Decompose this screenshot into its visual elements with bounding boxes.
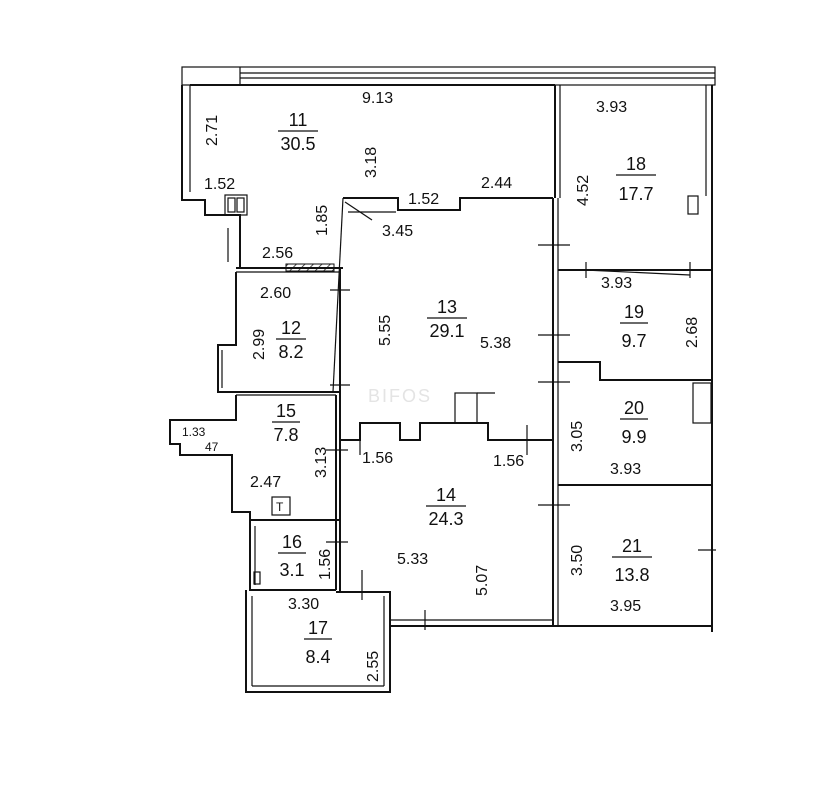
dim-3-95: 3.95 [610, 598, 641, 615]
dim-2-99: 2.99 [251, 329, 268, 360]
room-19-label: 199.7 [620, 302, 648, 351]
room-12-label: 128.2 [276, 318, 306, 362]
dim-9-13: 9.13 [362, 90, 393, 107]
svg-text:8.2: 8.2 [278, 342, 303, 362]
room-15-label: 157.8 [272, 401, 300, 445]
svg-text:15: 15 [276, 401, 296, 421]
svg-text:14: 14 [436, 485, 456, 505]
dim-5-33: 5.33 [397, 551, 428, 568]
dim-1-56-c: 1.56 [317, 549, 334, 580]
svg-text:21: 21 [622, 536, 642, 556]
dim-3-93-c: 3.93 [610, 461, 641, 478]
dim-1-85: 1.85 [314, 205, 331, 236]
svg-text:30.5: 30.5 [280, 134, 315, 154]
svg-text:17: 17 [308, 618, 328, 638]
svg-text:18: 18 [626, 154, 646, 174]
svg-text:29.1: 29.1 [429, 321, 464, 341]
svg-text:16: 16 [282, 532, 302, 552]
svg-text:11: 11 [289, 110, 308, 130]
room-13-label: 13 29.1 [427, 297, 467, 341]
room-14-label: 14 24.3 [426, 485, 466, 529]
fixture-box [271, 496, 291, 516]
dim-1-52-b: 1.52 [408, 191, 439, 208]
svg-text:13: 13 [437, 297, 457, 317]
doors [224, 194, 716, 630]
dimensions: 9.13 2.71 3.18 1.52 1.85 3.45 1.52 2.44 … [182, 90, 701, 682]
fixture-label: T [276, 500, 284, 514]
dim-2-56: 2.56 [262, 245, 293, 262]
dim-3-50: 3.50 [569, 545, 586, 576]
room-11-label: 11 30.5 [278, 110, 318, 154]
dim-5-38: 5.38 [480, 335, 511, 352]
dim-1-33: 1.33 [182, 425, 206, 439]
dim-1-52-a: 1.52 [204, 176, 235, 193]
dim-2-68: 2.68 [684, 317, 701, 348]
dim-3-05: 3.05 [569, 421, 586, 452]
dim-2-55: 2.55 [365, 651, 382, 682]
svg-text:7.8: 7.8 [273, 425, 298, 445]
dim-5-55: 5.55 [377, 315, 394, 346]
walls [169, 66, 716, 693]
dim-3-45: 3.45 [382, 223, 413, 240]
dim-1-56-a: 1.56 [362, 450, 393, 467]
room-17-label: 178.4 [304, 618, 332, 667]
dim-3-30: 3.30 [288, 596, 319, 613]
dim-2-60: 2.60 [260, 285, 291, 302]
dim-3-18: 3.18 [363, 147, 380, 178]
svg-text:17.7: 17.7 [618, 184, 653, 204]
room-18-label: 18 17.7 [616, 154, 656, 204]
room-20-label: 209.9 [620, 398, 648, 447]
dim-2-44: 2.44 [481, 175, 512, 192]
room-21-label: 21 13.8 [612, 536, 652, 585]
dim-3-13: 3.13 [313, 447, 330, 478]
dim-1-56-b: 1.56 [493, 453, 524, 470]
room-16-label: 163.1 [278, 532, 306, 580]
svg-text:3.1: 3.1 [279, 560, 304, 580]
svg-text:13.8: 13.8 [614, 565, 649, 585]
dim-5-07: 5.07 [474, 565, 491, 596]
dim-3-93-a: 3.93 [596, 99, 627, 116]
svg-text:19: 19 [624, 302, 644, 322]
dim-47: 47 [205, 440, 219, 454]
svg-text:8.4: 8.4 [305, 647, 330, 667]
svg-text:20: 20 [624, 398, 644, 418]
svg-text:24.3: 24.3 [428, 509, 463, 529]
svg-text:12: 12 [281, 318, 301, 338]
dim-2-47: 2.47 [250, 474, 281, 491]
top-strip [181, 66, 716, 86]
watermark: BIFOS [368, 386, 432, 406]
dim-2-71: 2.71 [204, 115, 221, 146]
dim-3-93-b: 3.93 [601, 275, 632, 292]
svg-text:9.9: 9.9 [621, 427, 646, 447]
dim-4-52: 4.52 [575, 175, 592, 206]
svg-text:9.7: 9.7 [621, 331, 646, 351]
